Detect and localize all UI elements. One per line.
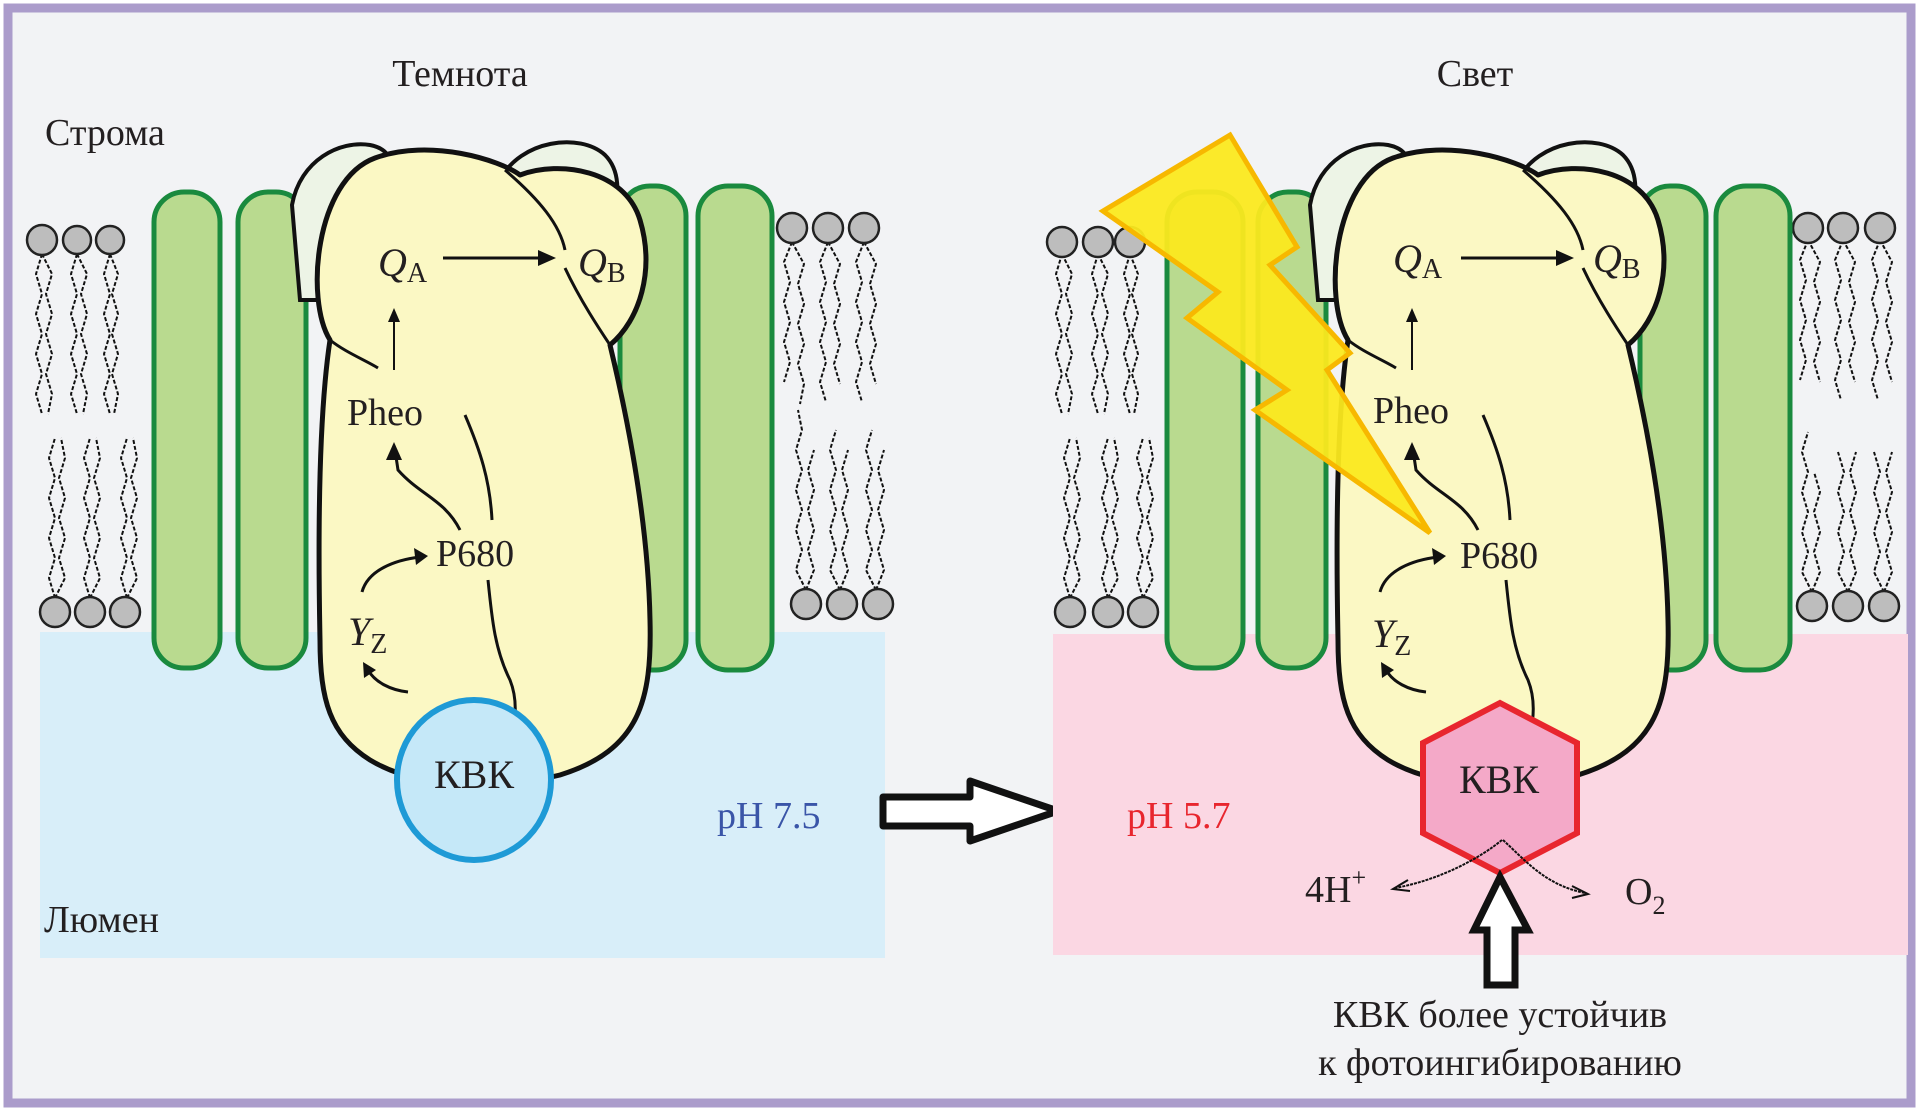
lipid-head [1091, 595, 1125, 629]
lipid-head [1053, 595, 1087, 629]
protons-label: 4H+ [1305, 863, 1366, 911]
arrowhead [388, 308, 400, 322]
qa-label: QA [1393, 236, 1443, 285]
protein-inner-line [463, 414, 494, 521]
protein-inner-line [1522, 168, 1585, 251]
lipid-head [1795, 589, 1829, 623]
arrowhead [1404, 442, 1420, 460]
arrowhead [1389, 879, 1411, 892]
stroma-label: Строма [45, 112, 165, 154]
lipid-head [94, 224, 126, 256]
arrowhead [414, 548, 428, 565]
helix [1713, 183, 1793, 673]
lipid-head [847, 211, 881, 245]
stability-arrow [1468, 869, 1534, 989]
helix [695, 183, 775, 673]
qa-label: QA [378, 240, 428, 289]
arrowhead [1556, 250, 1574, 266]
pheo-label: Pheo [1373, 390, 1449, 432]
lipid-head [108, 595, 142, 629]
arrowhead [538, 250, 556, 266]
lipid-bilayer-right-dark [775, 211, 895, 621]
arrowhead [386, 442, 402, 460]
dark-panel: QA QB Pheo P680 YZ КВК Темнота Строма Лю… [25, 53, 895, 958]
lipid-head [61, 224, 93, 256]
yz-label: YZ [1372, 611, 1411, 662]
yz-to-p680-arrow [360, 555, 421, 593]
ph-label-light: pH 5.7 [1127, 795, 1230, 837]
lipid-head [1791, 211, 1825, 245]
arrowhead [1406, 308, 1418, 322]
panel-title-light: Свет [1437, 53, 1514, 95]
proton-release-arrow [1394, 839, 1503, 889]
lipid-head [1081, 225, 1115, 259]
p680-label: P680 [436, 533, 514, 575]
lipid-head [1863, 211, 1897, 245]
lipid-head [1045, 225, 1079, 259]
arrowhead [1432, 548, 1446, 565]
oec-complex-circle [394, 697, 554, 863]
caption-line-2: к фотоингибированию [1318, 1042, 1682, 1084]
yz-label: YZ [348, 609, 387, 660]
protein-inner-line [1347, 338, 1397, 370]
helix [151, 189, 223, 671]
arrowhead [1571, 885, 1591, 899]
oec-label-dark: КВК [434, 752, 514, 797]
protein-inner-line [563, 267, 612, 346]
lipid-head [789, 587, 823, 621]
caption-line-1: КВК более устойчив [1333, 994, 1667, 1036]
arrowhead [363, 662, 376, 678]
qb-label: QB [578, 240, 626, 289]
oxygen-label: O2 [1625, 871, 1665, 920]
transition-arrow [879, 777, 1062, 845]
lipid-bilayer-left-light [1045, 225, 1160, 629]
protein-inner-line [504, 168, 567, 251]
protein-inner-line [1581, 267, 1630, 346]
lipid-head [861, 587, 895, 621]
lipid-head [1867, 589, 1901, 623]
ph-label-dark: pH 7.5 [717, 795, 820, 837]
arrowhead [1381, 662, 1394, 678]
protein-inner-line [1481, 414, 1512, 521]
lumen-label: Люмен [44, 899, 159, 941]
protein-inner-line [329, 338, 379, 370]
p680-label: P680 [1460, 535, 1538, 577]
lipid-head [1126, 595, 1160, 629]
helix [235, 189, 309, 671]
lipid-bilayer-right-light [1791, 211, 1901, 623]
lipid-head [38, 595, 72, 629]
qb-label: QB [1593, 236, 1641, 285]
lipid-head [25, 223, 59, 257]
light-panel: QA QB Pheo P680 YZ КВК 4H+ O2 Свет pH 5.… [1045, 53, 1908, 1084]
pheo-label: Pheo [347, 392, 423, 434]
p680-to-pheo-arrow [1411, 449, 1480, 531]
lipid-head [811, 211, 845, 245]
oxygen-release-arrow [1502, 839, 1586, 894]
panel-title-dark: Темнота [392, 53, 528, 95]
lightning-bolt-icon [1098, 131, 1433, 536]
lipid-head [1831, 589, 1865, 623]
lipid-bilayer-left-dark [25, 223, 142, 629]
lipid-head [1826, 211, 1860, 245]
p680-to-pheo-arrow [393, 449, 462, 531]
lipid-head [775, 211, 809, 245]
lipid-head [825, 587, 859, 621]
yz-to-p680-arrow [1378, 555, 1439, 593]
oec-label-light: КВК [1459, 757, 1539, 802]
lipid-head [73, 595, 107, 629]
